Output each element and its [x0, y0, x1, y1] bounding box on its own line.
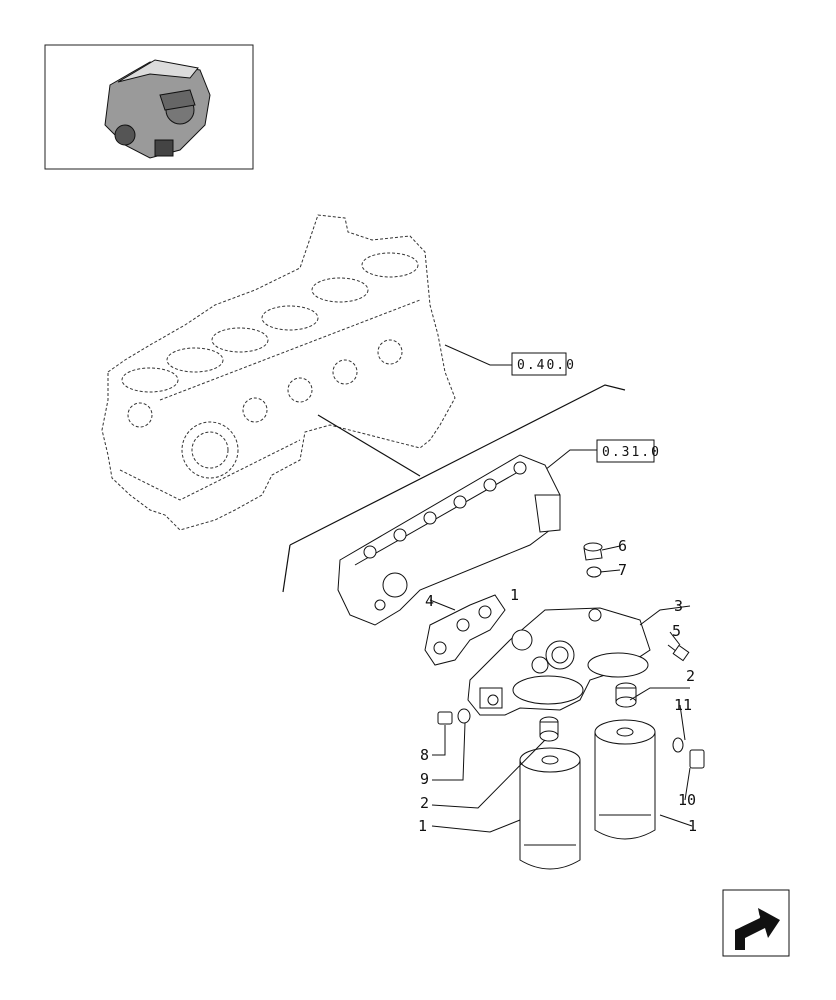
- next-page-arrow-icon: [735, 908, 780, 950]
- reference-code-0-40-0: 0.40.0: [517, 358, 576, 373]
- plug-part-6: [583, 542, 603, 561]
- oil-filter-part-1-left: [519, 747, 581, 870]
- next-page-button[interactable]: [722, 889, 790, 957]
- reference-box-0-40-0[interactable]: 0.40.0: [444, 344, 576, 376]
- detail-leader-lines: [282, 384, 626, 593]
- engine-thumbnail-icon: [104, 59, 211, 159]
- oil-cooler-housing: [337, 454, 561, 626]
- seal-ring-part-11: [672, 737, 684, 753]
- callout-10: 10: [678, 791, 696, 809]
- callout-labels: 1 1 1 2 2 3 4 5 6 7 8 9 10 11: [418, 537, 697, 835]
- callout-1-right: 1: [688, 817, 697, 835]
- reference-box-0-31-0[interactable]: 0.31.0: [544, 439, 661, 471]
- callout-9: 9: [420, 770, 429, 788]
- callout-2-upper: 2: [686, 667, 695, 685]
- callout-5: 5: [672, 622, 681, 640]
- callout-1-gasket: 1: [510, 586, 519, 604]
- engine-block-outline: [101, 214, 456, 531]
- filter-head-part-3: [467, 607, 651, 716]
- callout-3: 3: [674, 597, 683, 615]
- gasket-part-4: [424, 594, 506, 666]
- callout-7: 7: [618, 561, 627, 579]
- fitting-part-2-upper: [615, 682, 637, 708]
- bolt-part-5: [667, 644, 690, 662]
- callout-6: 6: [618, 537, 627, 555]
- callout-1-left: 1: [418, 817, 427, 835]
- oil-filter-part-1-right: [594, 719, 656, 840]
- plug-part-10: [689, 749, 705, 769]
- fitting-part-2-lower: [539, 716, 559, 742]
- engine-thumbnail[interactable]: [44, 44, 254, 170]
- callout-4: 4: [425, 592, 434, 610]
- seal-ring-part-9: [457, 708, 471, 724]
- callout-11: 11: [674, 696, 692, 714]
- callout-2-lower: 2: [420, 794, 429, 812]
- plug-part-8: [437, 711, 453, 725]
- seal-ring-part-7: [586, 566, 602, 578]
- reference-code-0-31-0: 0.31.0: [602, 445, 661, 460]
- callout-8: 8: [420, 746, 429, 764]
- callout-leaders: [429, 545, 693, 833]
